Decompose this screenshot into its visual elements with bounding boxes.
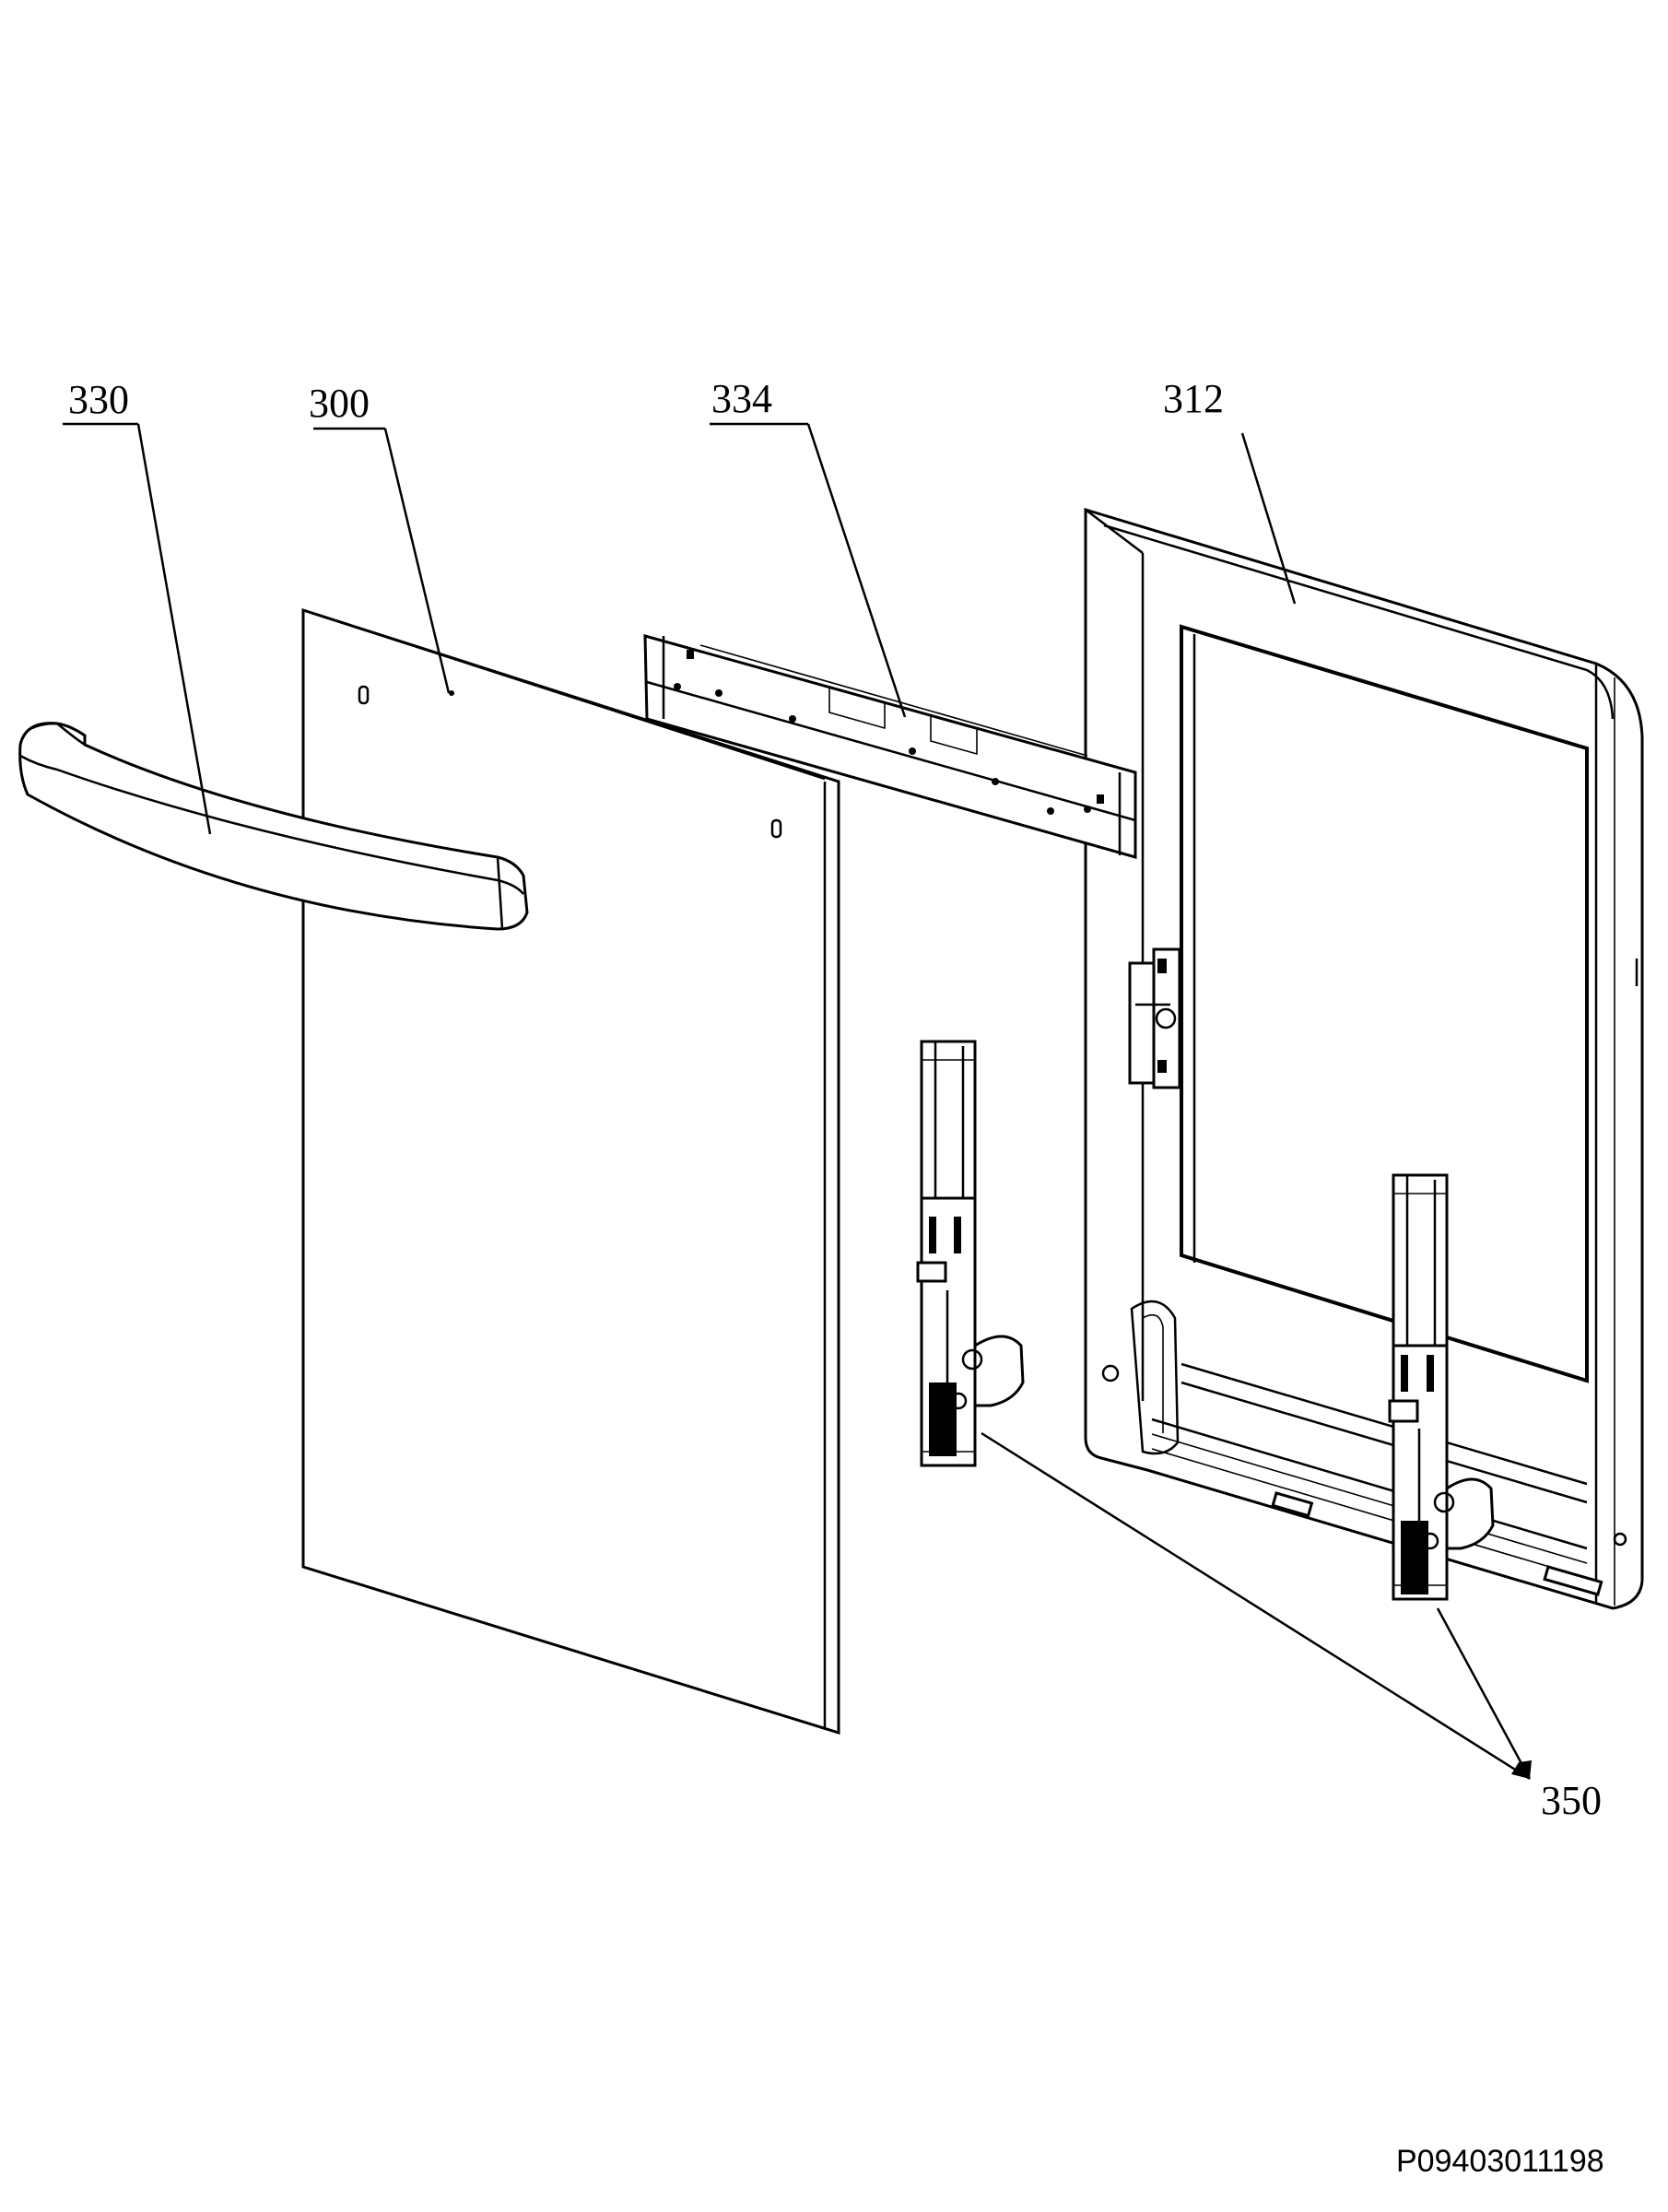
door-hinge <box>1388 1173 1495 1601</box>
door-frame <box>1084 507 1644 1610</box>
top-bracket <box>643 634 1137 859</box>
drawing-code: P09403011198 <box>1396 2144 1604 2179</box>
callout-leaders <box>63 422 1532 1781</box>
callout-312: 312 <box>1163 376 1224 421</box>
callout-300: 300 <box>309 381 370 426</box>
callout-334: 334 <box>711 376 772 421</box>
outer-glass-panel <box>301 607 840 1735</box>
door-hinge <box>916 1040 1025 1467</box>
callout-330: 330 <box>68 377 129 422</box>
handle <box>18 722 529 931</box>
side-latch <box>1128 947 1181 1089</box>
callout-350: 350 <box>1541 1778 1602 1823</box>
